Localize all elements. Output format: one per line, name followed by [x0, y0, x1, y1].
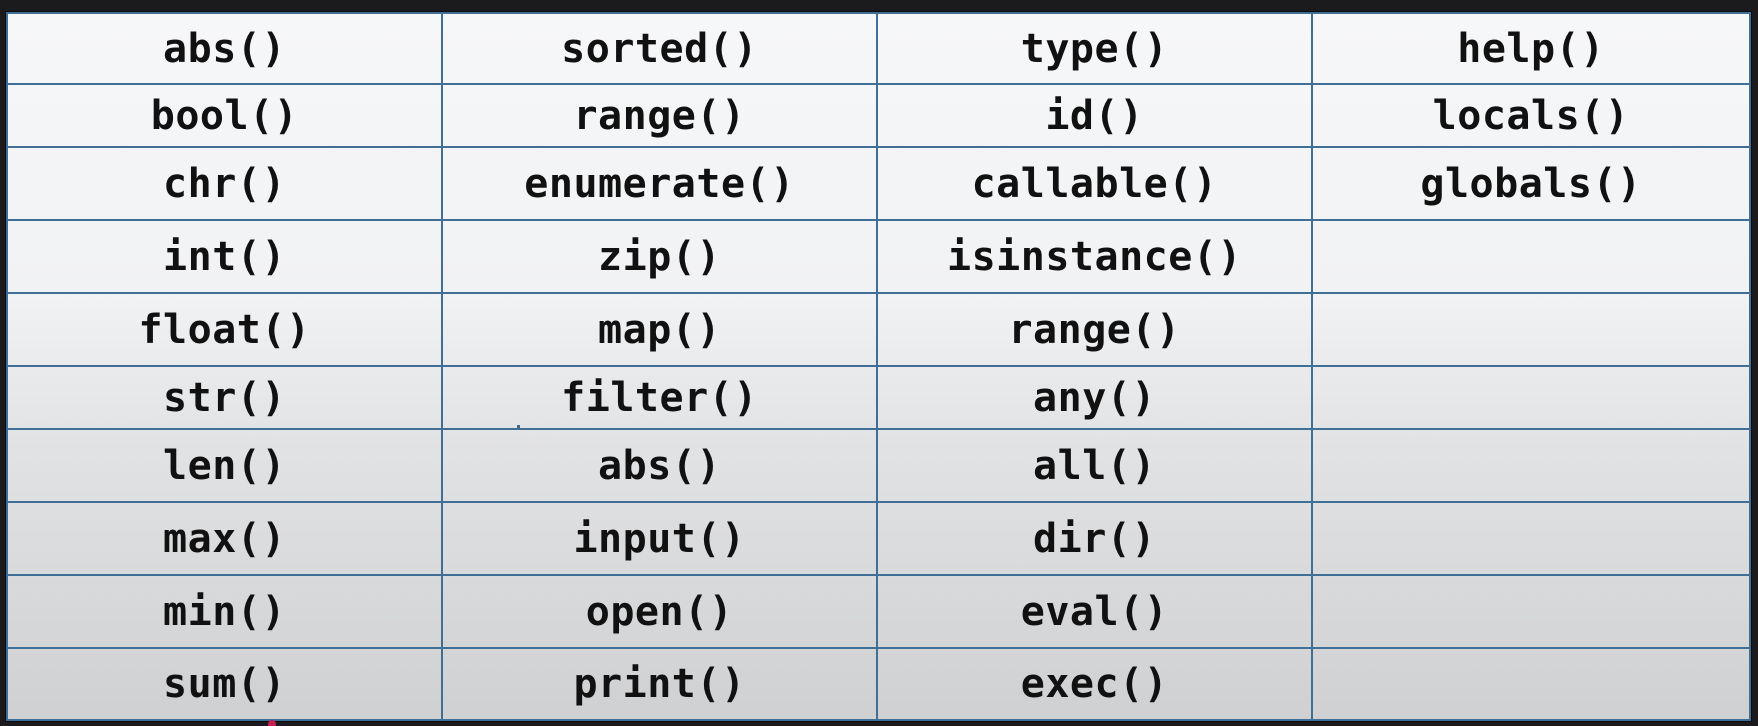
- table-cell: all(): [876, 428, 1313, 503]
- table-cell: [1311, 292, 1751, 367]
- table-cell: eval(): [876, 574, 1313, 649]
- table-cell: max(): [6, 501, 443, 576]
- table-body: abs() sorted() type() help() bool() rang…: [6, 12, 1751, 721]
- table-cell: chr(): [6, 146, 443, 221]
- table-cell: [1311, 219, 1751, 294]
- table-cell: [1311, 647, 1751, 721]
- table-cell: callable(): [876, 146, 1313, 221]
- table-cell: sorted(): [441, 12, 878, 85]
- table-row: bool() range() id() locals(): [6, 83, 1751, 148]
- table-cell: map(): [441, 292, 878, 367]
- table-cell: exec(): [876, 647, 1313, 721]
- table-cell: int(): [6, 219, 443, 294]
- table-cell: isinstance(): [876, 219, 1313, 294]
- table-cell: bool(): [6, 83, 443, 148]
- table-cell: float(): [6, 292, 443, 367]
- stray-mark: [517, 425, 520, 428]
- table-cell: range(): [441, 83, 878, 148]
- table-row: int() zip() isinstance(): [6, 219, 1751, 294]
- table-row: sum() print() exec(): [6, 647, 1751, 721]
- table-row: min() open() eval(): [6, 574, 1751, 649]
- table-cell: id(): [876, 83, 1313, 148]
- table-cell: enumerate(): [441, 146, 878, 221]
- table-cell: [1311, 365, 1751, 430]
- table-cell: abs(): [6, 12, 443, 85]
- table-cell: help(): [1311, 12, 1751, 85]
- table-row: str() filter() any(): [6, 365, 1751, 430]
- table-cell: sum(): [6, 647, 443, 721]
- builtin-functions-table: abs() sorted() type() help() bool() rang…: [6, 12, 1751, 721]
- table-row: max() input() dir(): [6, 501, 1751, 576]
- table-row: len() abs() all(): [6, 428, 1751, 503]
- table-cell: type(): [876, 12, 1313, 85]
- table-cell: abs(): [441, 428, 878, 503]
- table-cell: globals(): [1311, 146, 1751, 221]
- table-cell: any(): [876, 365, 1313, 430]
- table-cell: locals(): [1311, 83, 1751, 148]
- table-cell: str(): [6, 365, 443, 430]
- table-cell: [1311, 574, 1751, 649]
- table-cell: dir(): [876, 501, 1313, 576]
- table-cell: len(): [6, 428, 443, 503]
- table-cell: [1311, 501, 1751, 576]
- table-row: abs() sorted() type() help(): [6, 12, 1751, 85]
- table-cell: filter(): [441, 365, 878, 430]
- table-row: chr() enumerate() callable() globals(): [6, 146, 1751, 221]
- table-cell: input(): [441, 501, 878, 576]
- table-cell: min(): [6, 574, 443, 649]
- table-cell: print(): [441, 647, 878, 721]
- table-cell: [1311, 428, 1751, 503]
- table-cell: range(): [876, 292, 1313, 367]
- table-cell: open(): [441, 574, 878, 649]
- table-cell: zip(): [441, 219, 878, 294]
- cursor-dot-icon: [268, 720, 276, 726]
- table-row: float() map() range(): [6, 292, 1751, 367]
